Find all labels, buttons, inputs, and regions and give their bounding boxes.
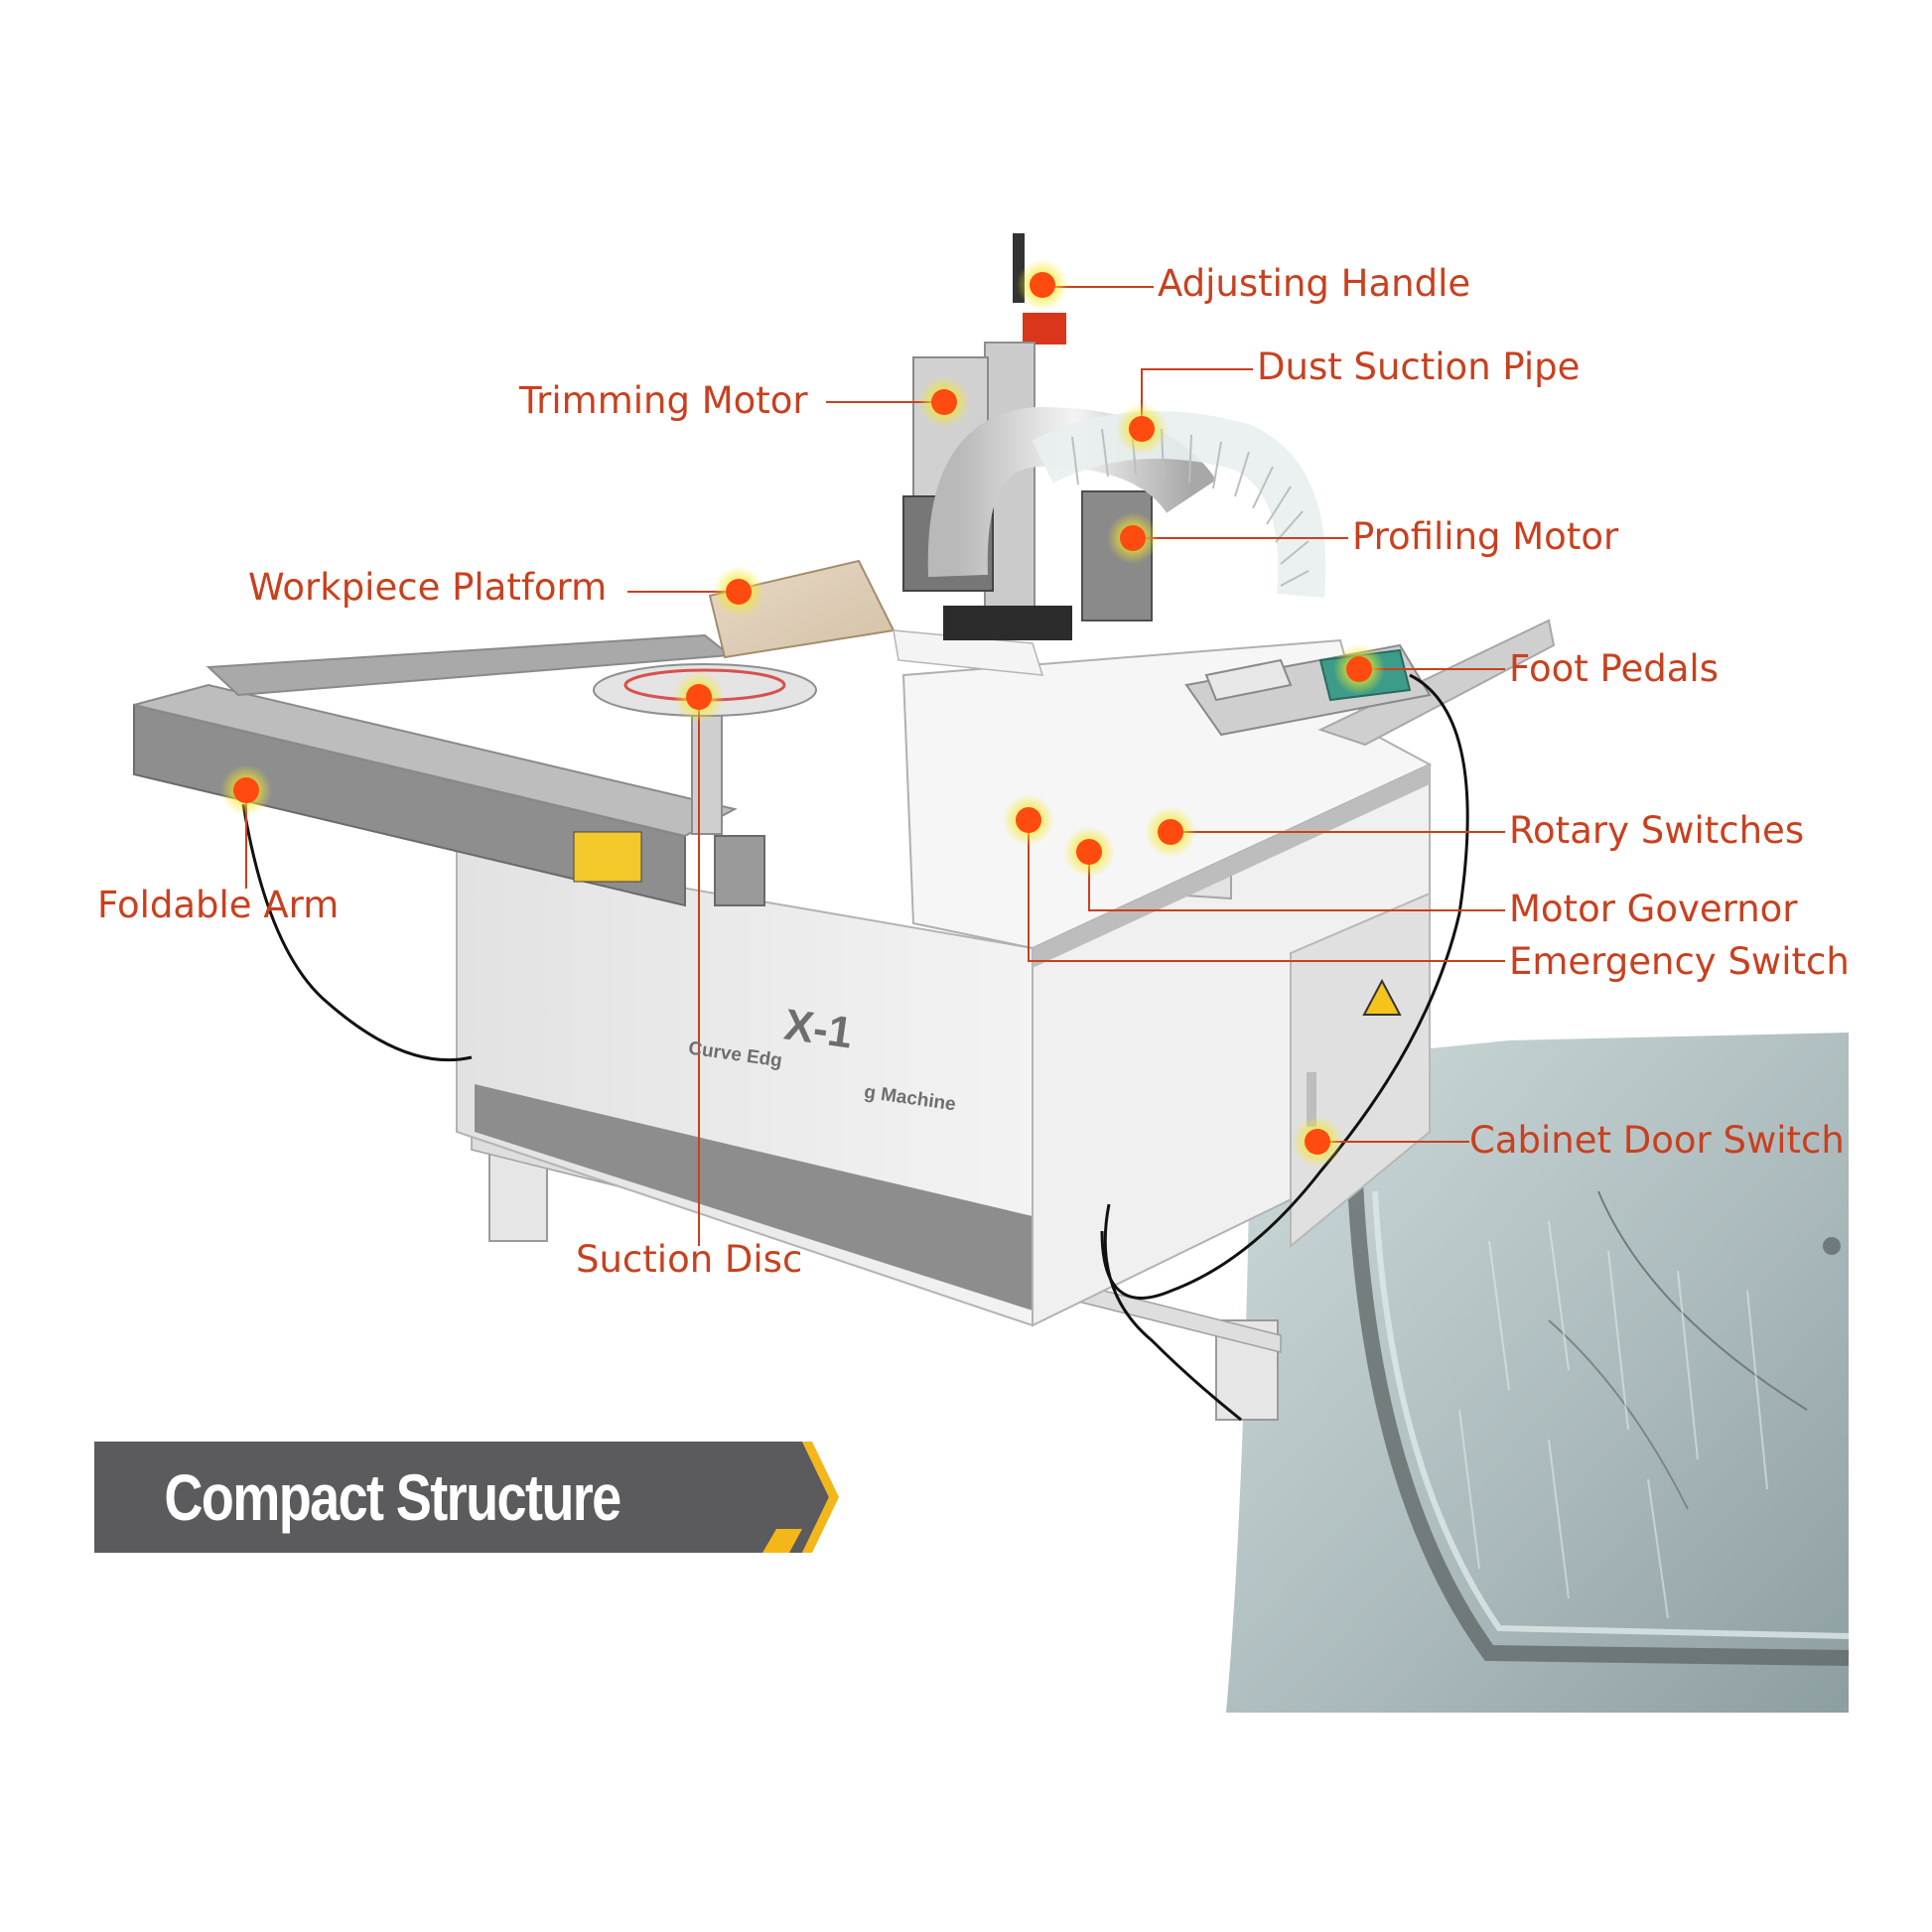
edge-detail-photo	[1226, 1033, 1850, 1713]
label-profiling-motor: Profiling Motor	[1352, 515, 1619, 558]
label-dust-suction-pipe: Dust Suction Pipe	[1257, 345, 1581, 388]
machine-base	[456, 619, 1556, 1421]
model-number: X-1	[780, 1000, 856, 1058]
dust-pipe-shape	[927, 406, 1326, 598]
cables	[241, 673, 1469, 1422]
callout-dots	[220, 259, 1385, 1168]
label-trimming-motor: Trimming Motor	[519, 379, 808, 422]
label-emergency-switch: Emergency Switch	[1509, 940, 1850, 983]
label-cabinet-door-switch: Cabinet Door Switch	[1469, 1119, 1845, 1162]
banner-title: Compact Structure	[164, 1460, 621, 1534]
label-suction-disc: Suction Disc	[576, 1238, 803, 1281]
label-foldable-arm: Foldable Arm	[97, 884, 340, 926]
label-adjusting-handle: Adjusting Handle	[1158, 262, 1471, 305]
foldable-arm-shape	[133, 633, 765, 907]
label-motor-governor: Motor Governor	[1509, 888, 1798, 930]
label-workpiece-platform: Workpiece Platform	[248, 566, 608, 609]
banner-shape	[94, 1442, 839, 1553]
label-foot-pedals: Foot Pedals	[1509, 647, 1719, 690]
label-rotary-switches: Rotary Switches	[1509, 809, 1805, 852]
